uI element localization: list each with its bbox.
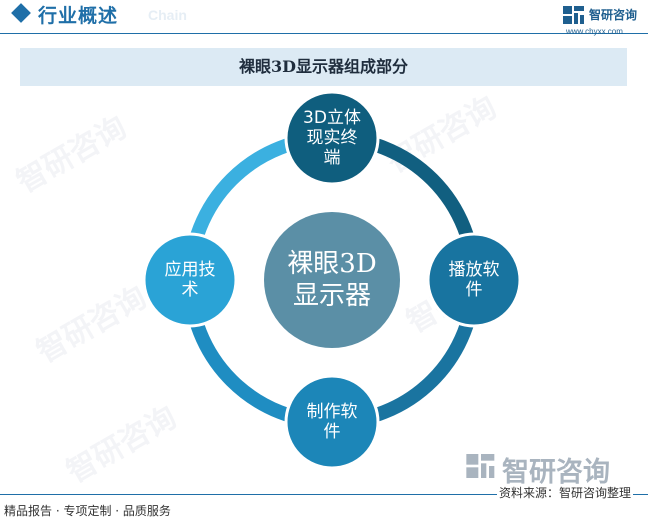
- diagram-title: 裸眼3D显示器组成部分: [238, 57, 408, 76]
- footer-divider: [0, 494, 648, 495]
- node-label: 播放软: [449, 260, 500, 280]
- brand-logo: 智研咨询 www.chyxx.com: [562, 3, 648, 39]
- node-label: 应用技: [165, 260, 216, 280]
- header-divider: [0, 33, 648, 34]
- section-title: 行业概述: [38, 5, 119, 27]
- source-note: 资料来源：智研咨询整理: [497, 484, 634, 501]
- node-label: 制作软: [307, 402, 358, 422]
- page-header: 行业概述 Chain: [0, 0, 648, 34]
- watermark-brand-name: 智研咨询: [502, 457, 610, 488]
- node-label: 端: [324, 148, 341, 168]
- footer-tagline: 精品报告 · 专项定制 · 品质服务: [4, 504, 171, 518]
- center-node: 裸眼3D显示器: [264, 212, 400, 348]
- node-label: 现实终: [307, 128, 358, 148]
- section-subtitle: Chain: [148, 7, 187, 23]
- zhiyan-logo-icon: [563, 6, 584, 24]
- diagram-title-band: 裸眼3D显示器组成部分: [20, 48, 627, 86]
- node-label: 件: [466, 280, 483, 300]
- center-label: 裸眼3D: [287, 249, 376, 279]
- node-label: 3D立体: [303, 108, 361, 128]
- node-circle: [284, 90, 380, 186]
- brand-url: www.chyxx.com: [566, 27, 623, 36]
- center-label: 显示器: [293, 281, 371, 311]
- node-circle: [284, 374, 380, 470]
- node-circle: [426, 232, 522, 328]
- node-label: 件: [324, 422, 341, 442]
- node-circle: [142, 232, 238, 328]
- brand-name: 智研咨询: [589, 8, 638, 22]
- zhiyan-watermark-icon: [466, 454, 495, 478]
- node-label: 术: [182, 280, 199, 300]
- center-circle: [264, 212, 400, 348]
